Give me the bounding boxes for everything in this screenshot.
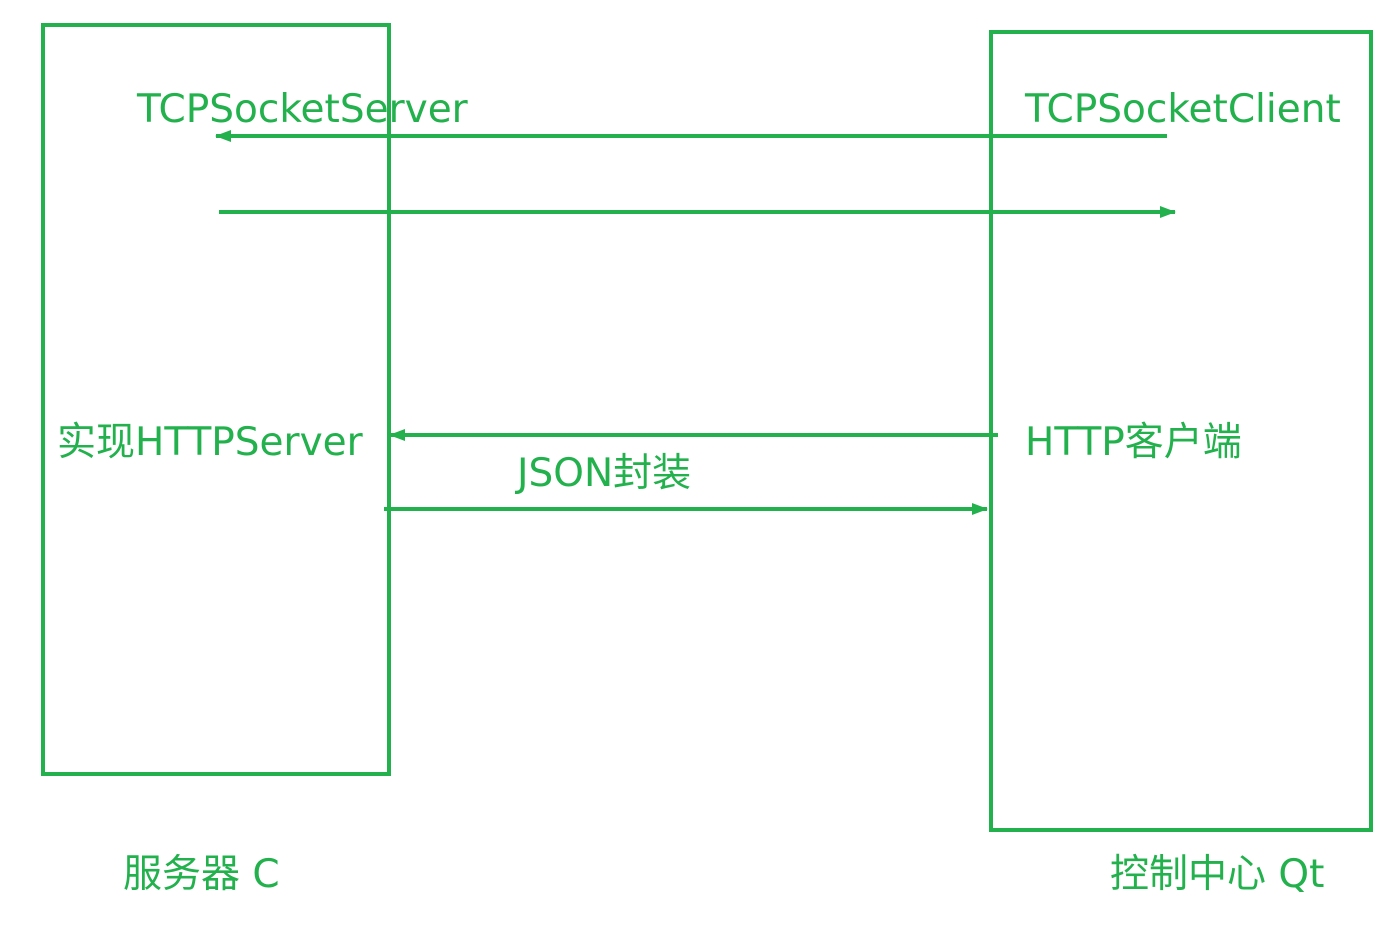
json-label: JSON封装 — [517, 451, 692, 496]
client-box — [989, 30, 1373, 832]
server-http-label: 实现HTTPServer — [57, 420, 363, 465]
client-caption: 控制中心 Qt — [1110, 852, 1325, 897]
server-tcp-label: TCPSocketServer — [137, 87, 468, 132]
client-tcp-label: TCPSocketClient — [1025, 87, 1341, 132]
client-http-label: HTTP客户端 — [1025, 420, 1242, 465]
server-box — [41, 23, 391, 776]
server-caption: 服务器 C — [123, 852, 280, 897]
